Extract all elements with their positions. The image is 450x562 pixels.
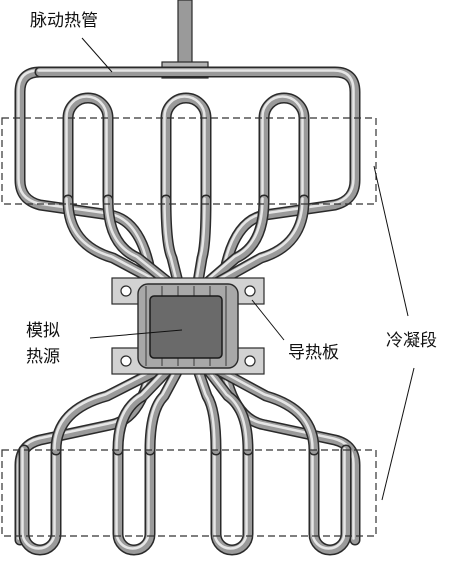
- bottom-riser-6-layer: [215, 367, 314, 450]
- top-riser-5-layer: [204, 196, 268, 286]
- bottom-loop-3-layer: [210, 444, 254, 556]
- bottom-loop-2-layer: [115, 447, 150, 550]
- leader-plate: [251, 299, 285, 341]
- pipe-top-header: [34, 66, 361, 276]
- top-riser-6-layer: [215, 197, 304, 282]
- top-riser-2-layer: [105, 197, 168, 282]
- bolt-hole-tl: [120, 285, 132, 297]
- label-heat-source-line1: 模拟: [26, 321, 60, 341]
- bottom-loop-3-layer: [213, 447, 248, 550]
- top-loop-2: [160, 92, 212, 206]
- top-loop-2-layer: [160, 92, 212, 206]
- pipe-top-left-outer-layer: [17, 69, 150, 270]
- top-loop-1-layer: [62, 92, 114, 206]
- pipe-bottom-left-outer: [14, 366, 156, 546]
- bottom-riser-5-layer: [205, 367, 248, 450]
- pipe-bottom-left-outer-layer: [16, 368, 154, 544]
- label-heat-source-line2: 热源: [26, 347, 60, 367]
- bolt-hole-br: [244, 355, 256, 367]
- bottom-loop-4-layer: [311, 447, 346, 550]
- bolt-hole-tr: [244, 285, 256, 297]
- simulated-heat-source: [149, 295, 223, 359]
- bottom-riser-1-layer: [52, 366, 162, 454]
- bottom-riser-1-layer: [53, 367, 158, 450]
- top-loop-3-layer: [258, 92, 310, 206]
- bottom-riser-1: [50, 364, 164, 456]
- top-loop-2-layer: [163, 95, 206, 200]
- top-riser-3-layer: [163, 197, 178, 282]
- bottom-riser-5: [202, 364, 254, 456]
- top-riser-4-layer: [194, 196, 210, 286]
- top-riser-1-layer: [65, 197, 158, 282]
- bottom-loop-3: [210, 444, 254, 556]
- top-riser-5: [202, 194, 270, 288]
- leader-heat-pipe: [81, 37, 113, 73]
- top-riser-6: [212, 194, 310, 288]
- top-riser-1: [62, 194, 164, 288]
- bottom-loop-2-layer: [112, 444, 156, 556]
- top-loop-1: [62, 92, 114, 206]
- top-riser-4-layer: [195, 197, 206, 282]
- leader-condenser-top: [373, 165, 409, 317]
- condenser-box-top: [1, 117, 377, 205]
- bolt-hole-bl: [120, 355, 132, 367]
- bottom-riser-3: [144, 364, 184, 456]
- bottom-loop-1-layer: [18, 444, 62, 556]
- bottom-riser-4-layer: [195, 367, 216, 450]
- label-condenser-section: 冷凝段: [386, 331, 437, 351]
- bottom-riser-3-layer: [147, 367, 178, 450]
- leader-heat-source: [89, 329, 183, 339]
- top-riser-4: [192, 194, 212, 288]
- pipe-bottom-left-outer-layer: [14, 366, 156, 546]
- bottom-riser-2-layer: [114, 366, 172, 454]
- top-riser-5-layer: [205, 197, 264, 282]
- bottom-loop-1: [18, 444, 62, 556]
- condenser-box-bottom: [1, 449, 377, 537]
- bottom-loop-4-layer: [308, 444, 352, 556]
- pipe-bottom-left-outer-layer: [17, 369, 150, 540]
- top-riser-6-layer: [214, 196, 308, 286]
- pipe-top-header-layer: [37, 69, 355, 270]
- bottom-riser-2: [112, 364, 174, 456]
- bottom-riser-6: [212, 364, 320, 456]
- bottom-riser-4: [192, 364, 222, 456]
- bottom-loop-4: [308, 444, 352, 556]
- bottom-riser-3-layer: [146, 366, 182, 454]
- bottom-loop-2: [112, 444, 156, 556]
- pipe-network: [14, 66, 361, 556]
- leader-condenser-bottom: [381, 367, 415, 501]
- top-riser-3: [160, 194, 184, 288]
- bottom-loop-1-layer: [21, 447, 56, 550]
- pipe-top-left-outer: [14, 66, 156, 276]
- top-loop-1-layer: [65, 95, 108, 200]
- top-loop-3: [258, 92, 310, 206]
- top-riser-2: [102, 194, 174, 288]
- label-pulsating-heat-pipe: 脉动热管: [30, 11, 98, 31]
- inlet-pipe: [177, 0, 193, 69]
- top-loop-3-layer: [261, 95, 304, 200]
- label-heat-conducting-plate: 导热板: [288, 343, 339, 363]
- bottom-riser-2-layer: [115, 367, 168, 450]
